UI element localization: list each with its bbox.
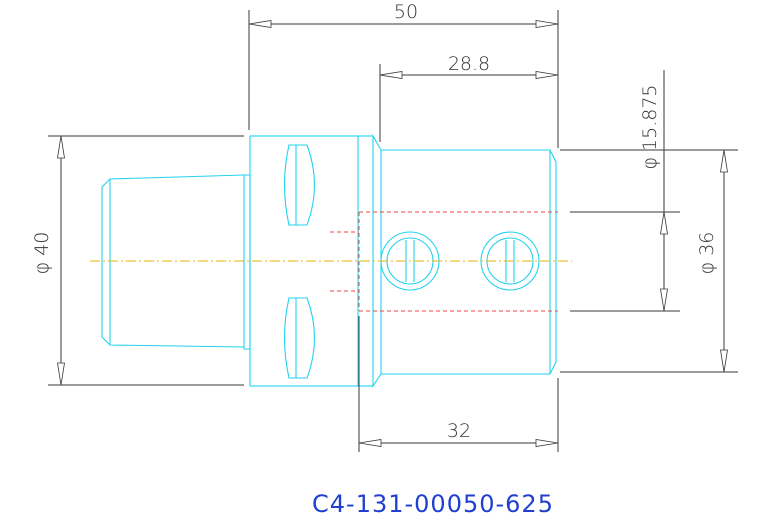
tapered-shank — [101, 174, 245, 348]
dimension-bore-diameter: φ 15.875 — [570, 70, 680, 312]
bore-diameter-label: φ 15.875 — [639, 84, 661, 169]
overall-length-label: 50 — [394, 1, 418, 23]
dimension-body-diameter: φ 36 — [560, 149, 738, 373]
dimension-shank-diameter: φ 40 — [31, 135, 244, 386]
bore-length-label: 32 — [447, 420, 471, 442]
flange — [249, 135, 359, 387]
upper-slot — [283, 144, 316, 226]
dimension-bore-length: 32 — [358, 316, 559, 452]
hidden-bore — [330, 211, 558, 312]
shank-diameter-label: φ 40 — [31, 232, 53, 275]
dimension-body-length: 28.8 — [379, 53, 559, 142]
cylindrical-body — [372, 133, 557, 388]
dimension-overall-length: 50 — [248, 1, 559, 148]
lower-slot — [283, 297, 316, 379]
body-diameter-label: φ 36 — [696, 232, 718, 275]
shank-neck — [243, 174, 251, 350]
part-number: C4-131-00050-625 — [312, 490, 554, 518]
body-length-label: 28.8 — [448, 53, 490, 75]
